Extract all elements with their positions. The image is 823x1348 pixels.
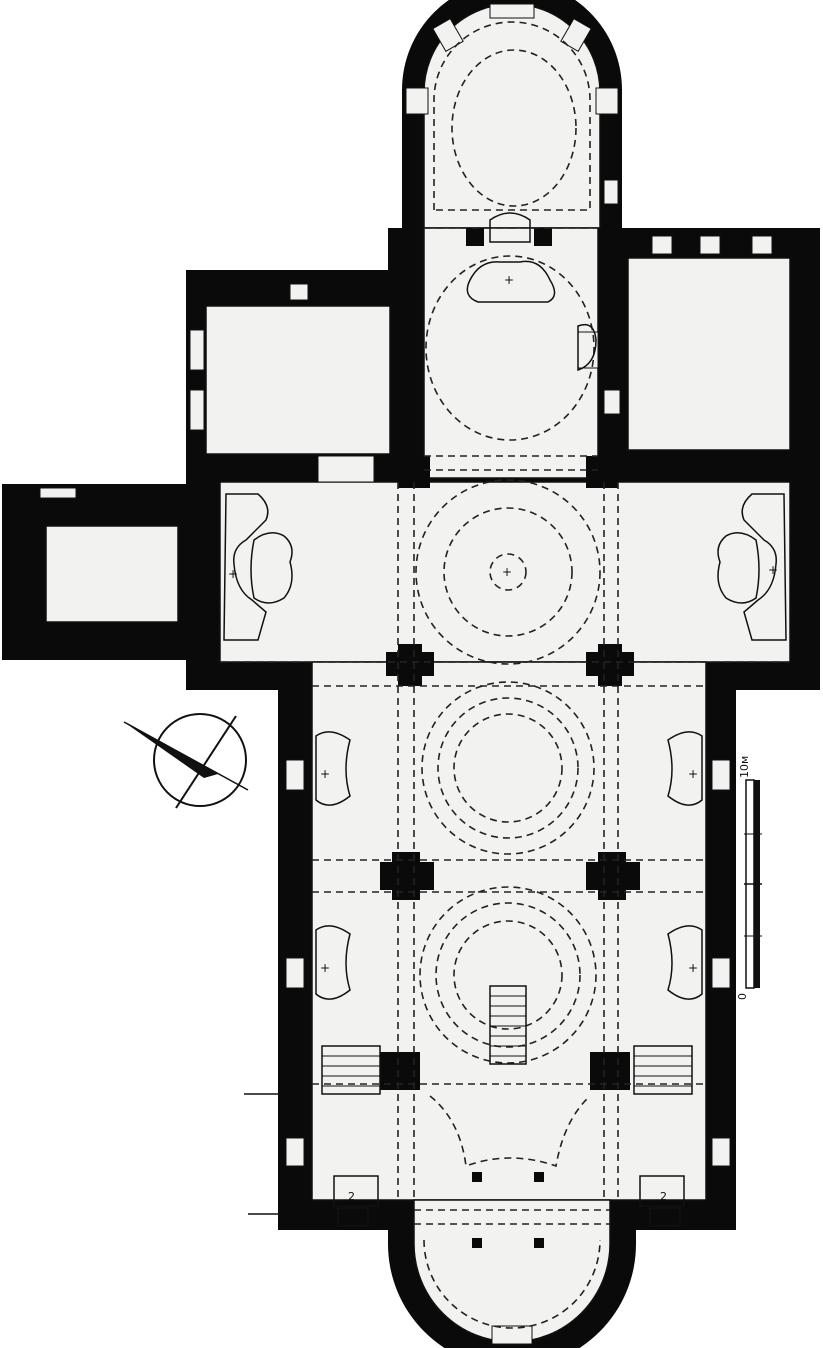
choir-floor	[423, 227, 599, 479]
sw-steps	[337, 1207, 369, 1227]
window	[711, 759, 731, 791]
nave-dome-2	[419, 886, 597, 1064]
staircases	[321, 985, 693, 1227]
post	[472, 1238, 482, 1248]
openings	[39, 3, 773, 1345]
window	[491, 1325, 533, 1345]
south-apse-vault	[423, 1239, 601, 1329]
window	[289, 283, 309, 301]
nave-dome-1-inner	[453, 713, 563, 823]
altar-cross: +	[502, 565, 512, 579]
nw-chapel-floor	[205, 305, 391, 455]
altar-cross: +	[320, 767, 330, 781]
window	[285, 957, 305, 989]
crossing-lantern	[489, 553, 527, 591]
altar-crosses: + + + + + + + + 2 2	[228, 273, 778, 1203]
pier	[590, 1052, 630, 1090]
west-annex-floor	[45, 525, 179, 623]
pew-number-right: 2	[660, 1190, 667, 1203]
altar-cross: +	[320, 961, 330, 975]
altar-canopy	[489, 212, 531, 243]
altar-cross: +	[688, 767, 698, 781]
post	[534, 1172, 544, 1182]
window	[405, 87, 429, 115]
se-steps	[649, 1207, 681, 1227]
window	[595, 87, 619, 115]
window	[285, 1137, 305, 1167]
se-pew	[639, 1175, 685, 1207]
se-stair	[633, 1045, 693, 1095]
crossing-dome	[415, 479, 601, 665]
nave-altar	[667, 925, 703, 1000]
scale-bar: 10м 0	[736, 756, 762, 1000]
transept-floor	[219, 481, 791, 663]
scale-bottom-label: 0	[736, 993, 749, 1000]
sw-pew	[333, 1175, 379, 1207]
window	[603, 389, 621, 415]
apse-vault-inner	[451, 49, 577, 207]
nave-altar	[667, 731, 703, 806]
nave-dome-1	[421, 681, 595, 855]
window	[751, 235, 773, 255]
east-side-altar	[741, 493, 787, 641]
se-stair-steps	[634, 1055, 692, 1087]
nave-dome-1-ring	[437, 697, 579, 839]
choir-vault	[425, 255, 595, 441]
vault-lines	[220, 21, 790, 1329]
window	[489, 3, 535, 19]
west-altar-table	[250, 532, 293, 604]
apse-vault	[433, 21, 591, 211]
pier	[466, 228, 484, 246]
window	[711, 957, 731, 989]
window	[39, 487, 77, 499]
south-apse-wall	[388, 1228, 636, 1348]
entrance-lines	[244, 1093, 280, 1215]
pier	[586, 456, 626, 488]
altar-cross: +	[768, 563, 778, 577]
nave-floor	[311, 661, 707, 1201]
window	[317, 455, 375, 483]
sw-stair-steps	[322, 1055, 380, 1087]
altar-cross: +	[228, 567, 238, 581]
post	[534, 1238, 544, 1248]
central-stair-steps	[490, 995, 526, 1057]
nave-dome-2-inner	[453, 920, 563, 1030]
nave-dome-2-ring	[435, 902, 581, 1048]
pier	[534, 228, 552, 246]
post	[472, 1172, 482, 1182]
altars	[223, 212, 787, 1000]
scale-top-label: 10м	[738, 756, 751, 778]
altar-cross: +	[504, 273, 514, 287]
pew-number-left: 2	[348, 1190, 355, 1203]
nave-altar	[315, 731, 351, 806]
west-side-altar	[223, 493, 269, 641]
floors	[219, 3, 791, 1343]
window	[560, 18, 592, 52]
choir-side-altar	[577, 323, 597, 372]
pier	[390, 456, 430, 488]
window	[699, 235, 721, 255]
nave-altar	[315, 925, 351, 1000]
window	[189, 389, 205, 431]
vestibule-arch	[429, 1095, 591, 1168]
pier	[380, 852, 434, 900]
window	[285, 759, 305, 791]
altar-cross: +	[688, 961, 698, 975]
main-altar	[466, 260, 556, 303]
central-stair	[489, 985, 527, 1065]
ne-chapel-floor	[627, 257, 791, 451]
window	[651, 235, 673, 255]
sw-stair	[321, 1045, 381, 1095]
posts	[472, 1172, 544, 1248]
window	[603, 179, 619, 205]
window	[711, 1137, 731, 1167]
north-arrow-icon	[123, 713, 249, 809]
east-altar-table	[717, 532, 760, 604]
pier	[586, 852, 640, 900]
window	[189, 329, 205, 371]
crossing-dome-ring	[443, 507, 573, 637]
pier	[586, 644, 634, 686]
